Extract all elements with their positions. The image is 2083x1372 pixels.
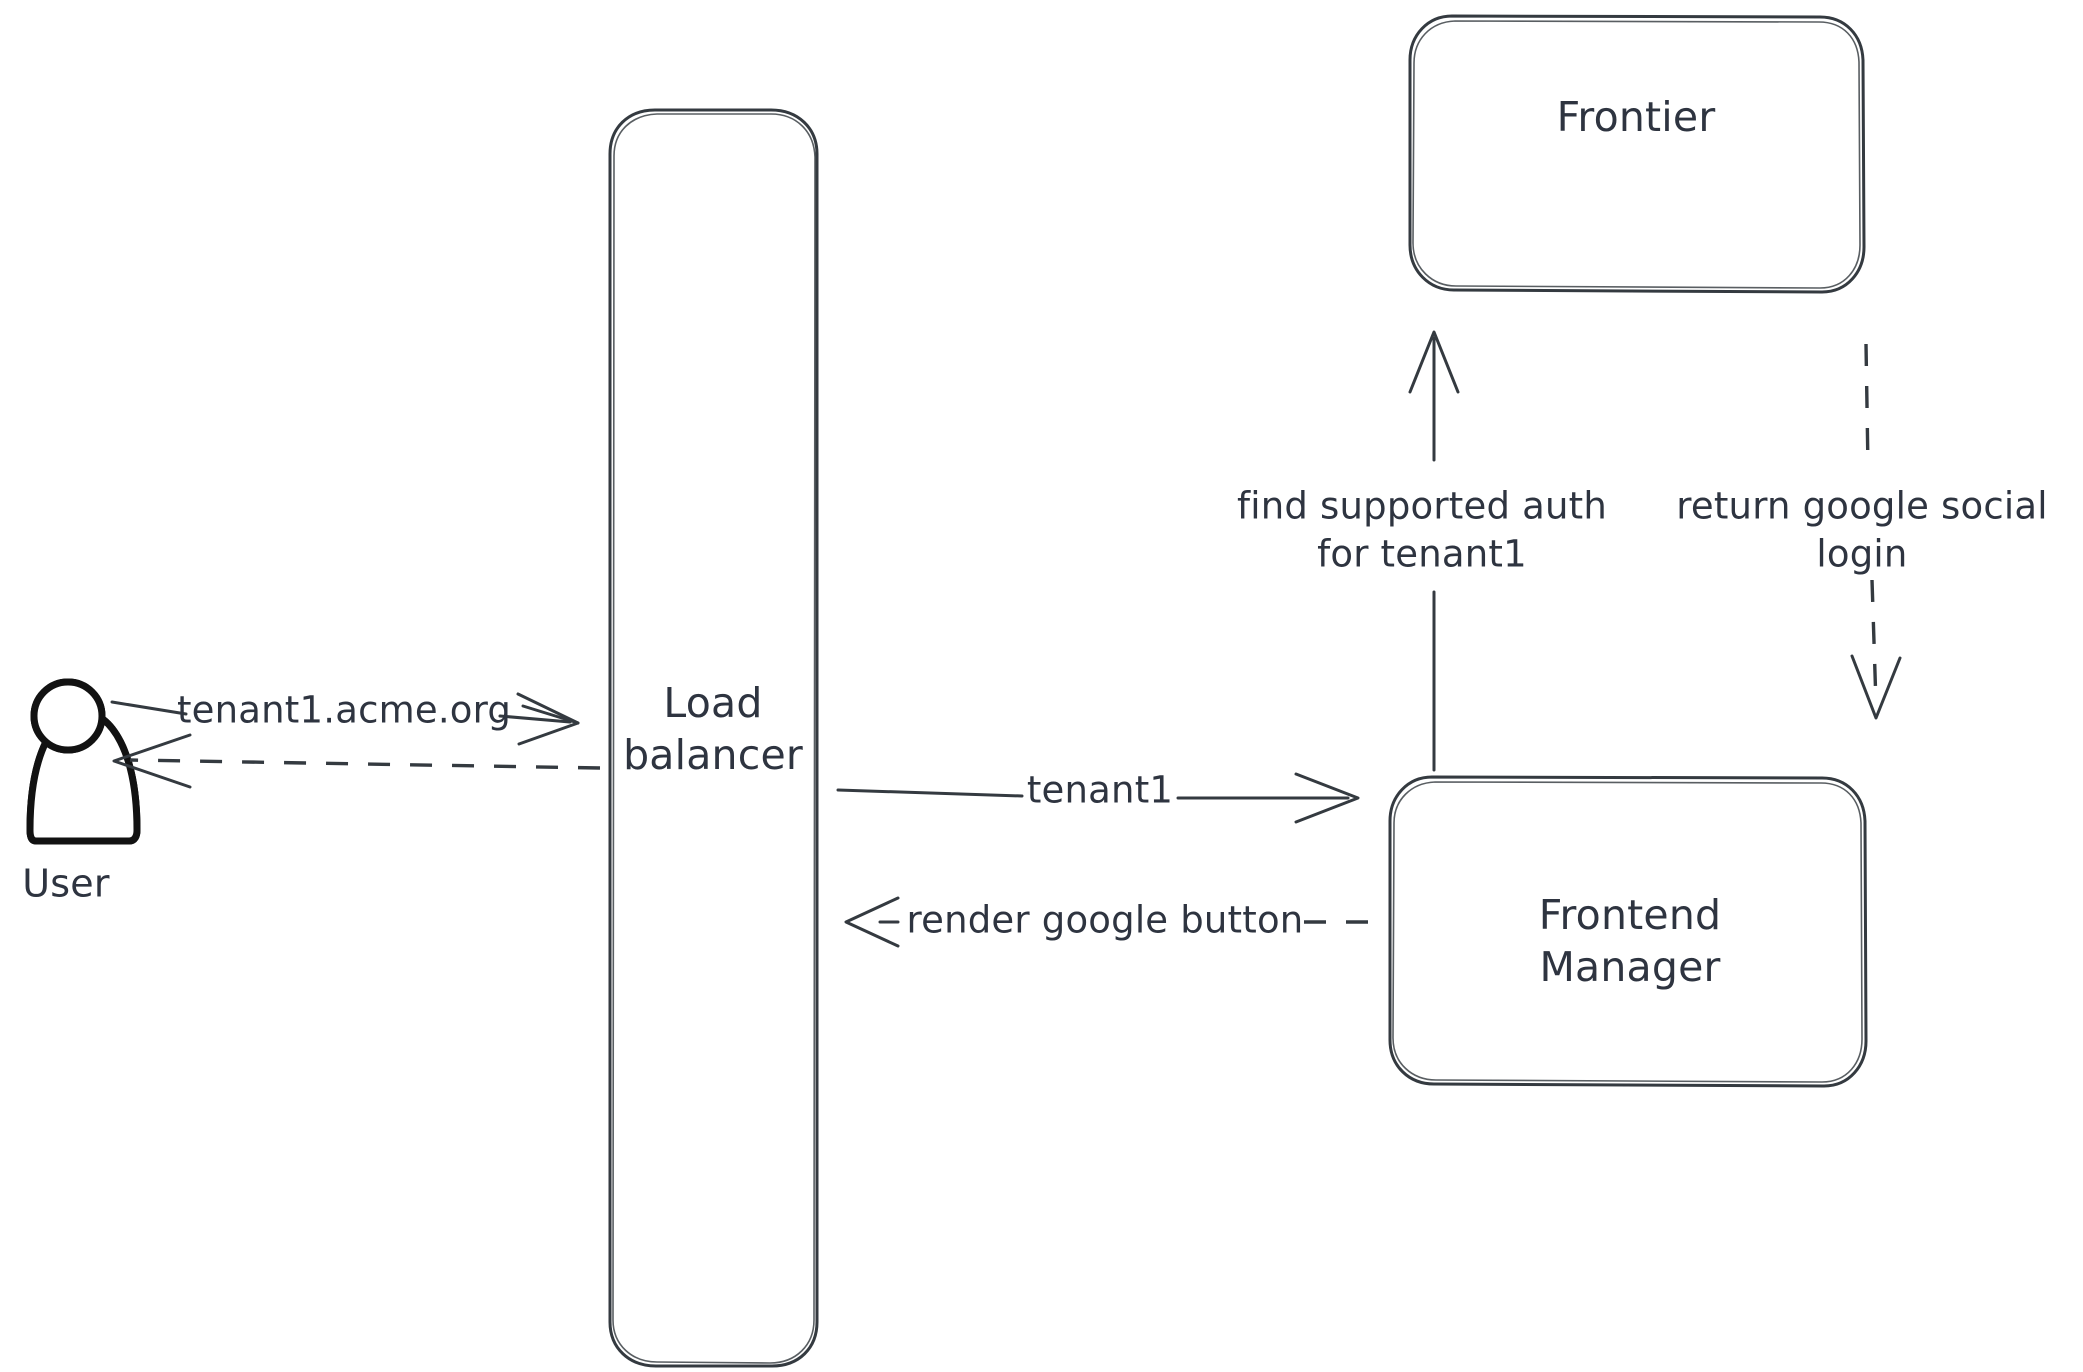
load-balancer-label-line1: Load <box>663 679 762 727</box>
edge-label-return-google-social-line1: return google social <box>1676 485 2047 528</box>
edge-frontend-manager-to-frontier[interactable]: find supported auth for tenant1 <box>1237 330 1607 772</box>
frontier-label: Frontier <box>1557 93 1716 141</box>
edge-label-tenant1: tenant1 <box>1027 769 1173 812</box>
edge-label-tenant1-acme-org: tenant1.acme.org <box>177 689 511 732</box>
node-frontier[interactable]: Frontier <box>1408 14 1866 294</box>
frontend-manager-label-line2: Manager <box>1539 943 1720 991</box>
edge-load-balancer-to-frontend-manager[interactable]: tenant1 <box>836 769 1360 824</box>
node-load-balancer[interactable]: Load balancer <box>608 108 819 1368</box>
load-balancer-label-line2: balancer <box>623 731 803 779</box>
edge-load-balancer-to-user[interactable] <box>112 733 601 789</box>
edge-label-find-supported-auth-line2: for tenant1 <box>1317 533 1527 576</box>
node-frontend-manager[interactable]: Frontend Manager <box>1388 775 1868 1088</box>
actor-user[interactable]: User <box>20 678 160 906</box>
actor-user-label: User <box>22 862 110 906</box>
frontend-manager-label-line1: Frontend <box>1539 891 1722 939</box>
edge-frontend-manager-to-load-balancer[interactable]: render google button <box>844 896 1368 948</box>
edge-frontier-to-frontend-manager[interactable]: return google social login <box>1676 343 2048 720</box>
edge-label-find-supported-auth-line1: find supported auth <box>1237 485 1607 528</box>
edge-label-render-google-button: render google button <box>907 899 1304 942</box>
edge-user-to-load-balancer[interactable]: tenant1.acme.org <box>110 689 580 746</box>
edge-label-return-google-social-line2: login <box>1816 533 1907 576</box>
